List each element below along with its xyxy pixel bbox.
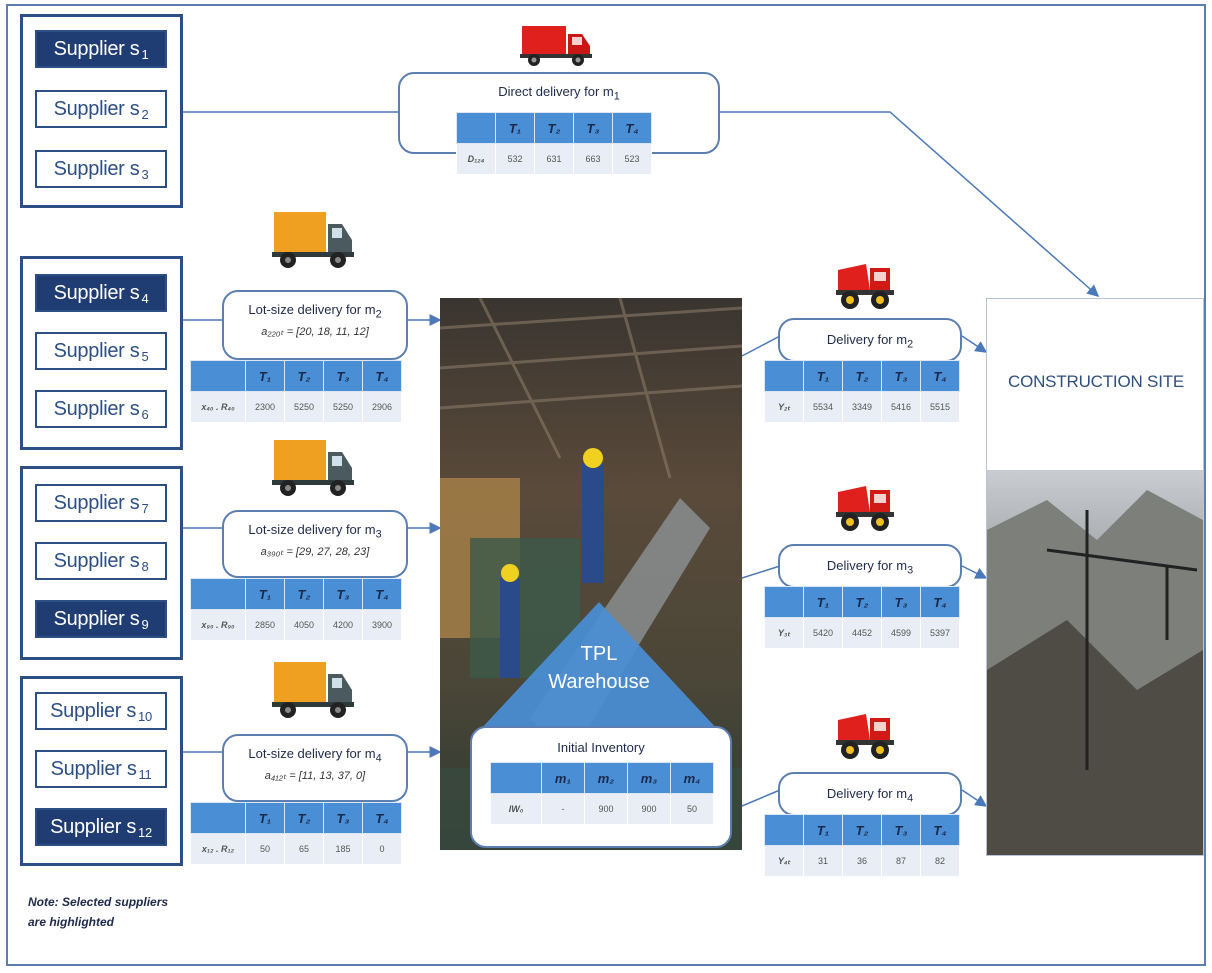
connector-del1-out: [961, 335, 988, 353]
orange-truck-icon-1: [272, 212, 354, 268]
note: Note: Selected suppliers are highlighted: [28, 895, 169, 929]
tpl-label: TPL Warehouse: [548, 643, 650, 693]
connector-del2-out: [961, 565, 988, 579]
red-truck-icon: [520, 26, 592, 66]
red-dumptruck-icon-2: [836, 486, 894, 531]
lot-size-callout-m3: Lot-size delivery for m3 a₃₉₀ₜ = [29, 27…: [222, 510, 408, 578]
lot-size-callout-m4: Lot-size delivery for m4 a₄₁₂ₜ = [11, 13…: [222, 734, 408, 802]
construction-site-label: CONSTRUCTION SITE: [1008, 372, 1185, 391]
delivery-callout-m4: Delivery for m4: [778, 772, 962, 816]
orange-truck-icon-2: [272, 440, 354, 496]
orange-truck-icon-3: [272, 662, 354, 718]
connector-del2-in: [741, 565, 781, 579]
tpl-warehouse-triangle: [480, 602, 718, 730]
direct-delivery-title: Direct delivery for m1: [498, 84, 620, 103]
delivery-callout-m2: Delivery for m2: [778, 318, 962, 362]
red-dumptruck-icon-1: [836, 264, 894, 309]
delivery-callout-m3: Delivery for m3: [778, 544, 962, 588]
connector-del1-in: [741, 335, 781, 357]
connector-del3-out: [961, 789, 988, 807]
lot-size-callout-m2: Lot-size delivery for m2 a₂₂₀ₜ = [20, 18…: [222, 290, 408, 360]
construction-site-photo: [987, 470, 1203, 855]
red-dumptruck-icon-3: [836, 714, 894, 759]
connector-direct-out: [720, 111, 1100, 297]
connector-del3-in: [741, 789, 781, 807]
